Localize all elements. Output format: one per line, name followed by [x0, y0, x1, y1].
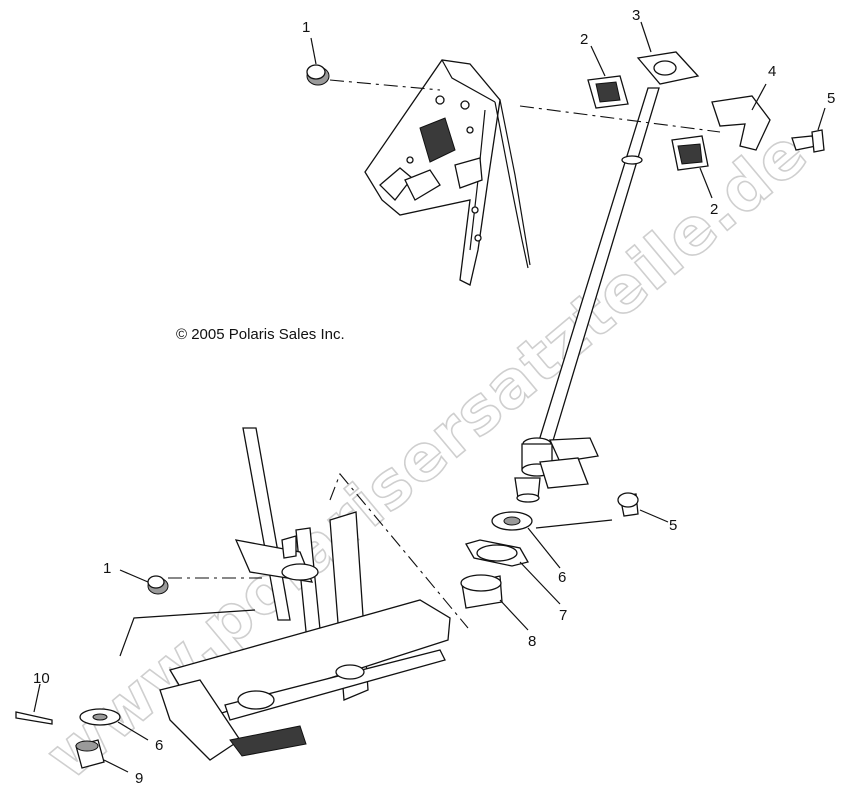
castle-nut-9 [75, 739, 129, 773]
lower-frame [159, 427, 451, 761]
callout-1-top: 1 [302, 19, 310, 36]
nut-1-low [119, 569, 169, 595]
callout-5-mid: 5 [669, 517, 677, 534]
dashed-leader-3 [329, 472, 469, 629]
clamp-4 [711, 83, 771, 151]
watermark-text: www.polarisersatzteile.de [33, 115, 822, 794]
bushing-2-mid [671, 135, 713, 199]
callout-7: 7 [559, 607, 567, 624]
washer-6-low [79, 708, 149, 741]
cotter-pin-10 [15, 683, 53, 725]
bolt-5-mid [617, 492, 669, 523]
dashed-leader-1 [329, 79, 441, 91]
upper-frame-bracket [364, 59, 531, 286]
bushing-2-top [587, 45, 629, 109]
leader-5-mid [535, 519, 613, 529]
callout-9: 9 [135, 770, 143, 787]
callout-10: 10 [33, 670, 50, 687]
copyright-text: © 2005 Polaris Sales Inc. [176, 326, 345, 343]
top-plate-3 [636, 21, 700, 85]
bushing-8 [460, 574, 529, 631]
nut-1-top [306, 37, 330, 86]
bolt-5-top [791, 107, 826, 153]
callout-6-mid: 6 [558, 569, 566, 586]
callout-4: 4 [768, 63, 776, 80]
callout-1-low: 1 [103, 560, 111, 577]
dashed-leader-2 [519, 105, 721, 133]
flange-7 [465, 539, 561, 605]
callout-5-top: 5 [827, 90, 835, 107]
callout-6-low: 6 [155, 737, 163, 754]
callout-2-top: 2 [580, 31, 588, 48]
callout-8: 8 [528, 633, 536, 650]
callout-3: 3 [632, 7, 640, 24]
leader-bracket [119, 609, 256, 657]
watermark: www.polarisersatzteile.de [32, 115, 823, 795]
steering-post [514, 87, 660, 503]
washer-6-mid [491, 511, 561, 569]
callout-2-mid: 2 [710, 201, 718, 218]
